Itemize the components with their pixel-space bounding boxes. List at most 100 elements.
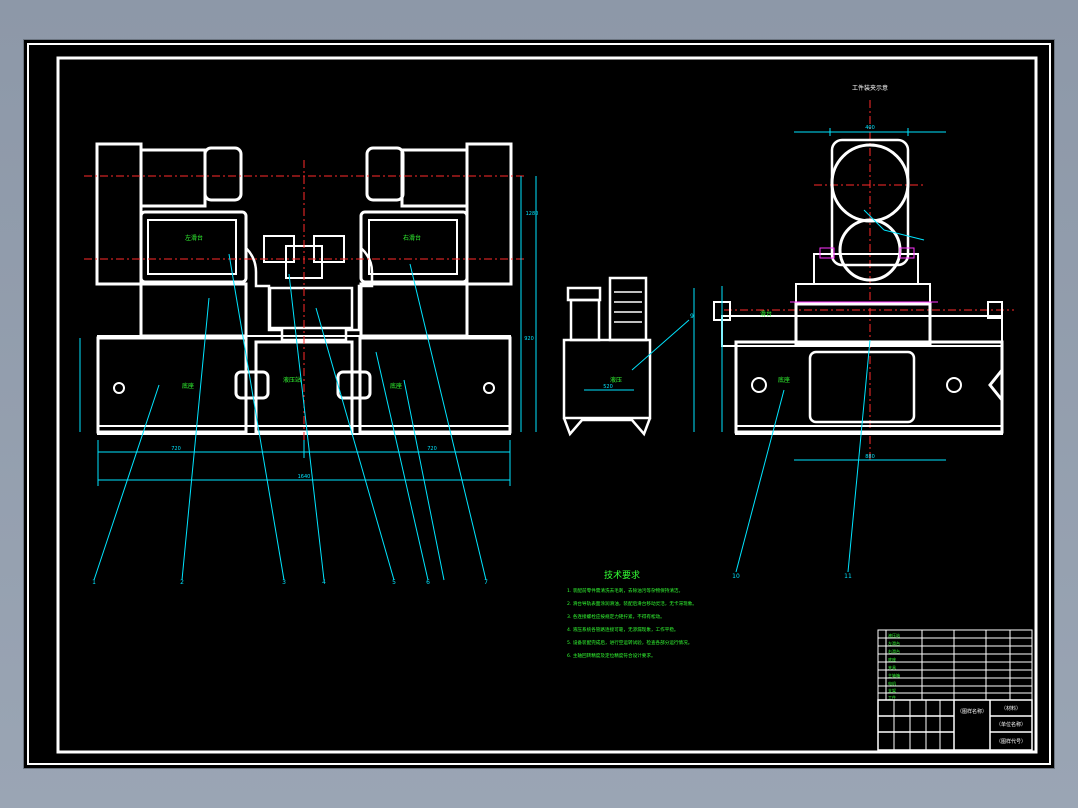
front-dim-text: 1640 720 720 920 1280 [171,211,538,480]
front-dimensions [79,176,537,486]
side-foot [735,425,1003,435]
hyd-dim: 520 [603,384,613,390]
right-motor-end [465,142,513,286]
dim-width-right: 720 [427,446,437,452]
part-5: 夹具 [888,664,896,670]
front-leader-tags: 1 2 3 4 5 6 7 [92,579,488,586]
side-tag-right: 11 [844,573,852,580]
drawing-sheet: 1640 720 720 920 1280 1 2 3 [24,40,1054,768]
side-dimensions [693,128,946,573]
side-dim-top: 400 [865,125,875,131]
tech-line-6: 6. 主轴回转精度及定位精度符合设计要求。 [567,652,656,659]
left-motor-end [95,142,143,286]
part-8: 支架 [888,687,896,693]
clamp-right [336,370,372,400]
hyd-cylinder [569,298,601,342]
left-base-label: 底座 [182,382,194,390]
title-block [877,699,1033,751]
parts-list [877,629,1033,701]
side-bolt-right [946,377,962,393]
side-tag-left: 10 [732,573,740,580]
side-right-cap [987,301,1003,319]
hyd-frame [608,276,648,342]
left-motor-cap [203,146,243,202]
hyd-label: 液压 [610,376,622,384]
left-slide-inner [147,219,237,275]
tag-5: 5 [392,579,396,586]
part-7: 电机 [888,680,896,686]
tech-line-1: 1. 装配前零件需清洗去毛刺，去除油污等杂物保持清洁。 [567,587,683,594]
slide-body [794,302,932,346]
tag-7: 7 [484,579,488,586]
left-slide-label: 左滑台 [185,234,203,242]
part-4: 底座 [888,656,896,662]
front-leaders [93,253,487,581]
tech-title: 技术要求 [604,569,640,581]
center-vice [268,286,354,330]
middle-annot: 液压 520 9 [584,313,694,391]
right-slide-inner [368,219,458,275]
title-block-text: （图样名称） （材料） （单位名称） （图样代号） [957,705,1026,745]
tag-3: 3 [282,579,286,586]
spindle-left [263,235,295,263]
front-labels: 左滑台 右滑台 底座 底座 液压站 [182,234,421,390]
left-motor-body [139,148,207,208]
right-motor-body [400,148,469,208]
right-slide-label: 右滑台 [403,234,421,242]
side-dim-base: 880 [865,454,875,460]
part-9: 工件 [888,694,896,700]
spindle-right [313,235,345,263]
right-base-label: 底座 [390,382,402,390]
middle-view [562,276,652,437]
tech-line-4: 4. 液压系统各管路连接可靠，无渗漏现象，工作平稳。 [567,626,679,633]
tag-1: 1 [92,579,96,586]
side-title: 工件装夹示意 [852,84,888,92]
hyd-tag: 9 [690,313,694,320]
left-slide-box [139,210,248,284]
unit-name: （单位名称） [996,721,1026,728]
outer-frame [27,43,1051,765]
dim-height-total: 1280 [526,211,539,217]
side-notch [988,369,1004,401]
tech-notes: 技术要求 1. 装配前零件需清洗去毛刺，去除油污等杂物保持清洁。 2. 滑台导轨… [567,569,697,659]
drawing-name: （图样名称） [957,708,987,715]
inner-frame [56,56,1038,754]
right-motor-cap [365,146,405,202]
left-lower-box [139,282,248,338]
dim-height: 920 [524,336,534,342]
center-box-label: 液压站 [283,376,301,384]
tech-line-5: 5. 设备装配完成后，进行空运转试验，检查各部分运行情况。 [567,639,692,646]
workpiece-block [830,138,910,267]
tag-4: 4 [322,579,326,586]
dim-width-total: 1640 [298,474,311,480]
cad-drawing: 1640 720 720 920 1280 1 2 3 [27,43,1051,765]
tag-6: 6 [426,579,430,586]
side-base-label: 底座 [778,376,790,384]
bolt-right [483,382,495,394]
part-6: 主轴箱 [888,672,900,678]
dim-width-left: 720 [171,446,181,452]
side-view [713,138,1004,435]
right-lower-box [359,282,469,338]
hyd-legs [562,417,652,437]
side-base [734,340,1004,434]
right-slide-box [359,210,469,284]
fixture-base [795,283,931,305]
tag-2: 2 [180,579,184,586]
part-2: 左滑台 [888,640,900,646]
parts-names: 液压站 左滑台 右滑台 底座 夹具 主轴箱 电机 支架 工件 [888,632,900,700]
part-3: 右滑台 [888,648,900,654]
side-text: 工件装夹示意 400 880 滑台 底座 10 11 [732,84,888,580]
drawing-no: （图样代号） [996,738,1026,745]
material-name: （材料） [1001,705,1021,712]
side-window [808,350,916,424]
clamp-left [234,370,270,400]
base-left [96,336,248,434]
hyd-cylinder-top [566,286,602,302]
part-1: 液压站 [888,632,900,638]
center-fixture [245,247,374,342]
side-slide-label: 滑台 [760,310,772,318]
hyd-tank [562,338,652,420]
tech-line-3: 3. 各连接螺栓应按规定力矩拧紧，不得有松动。 [567,613,665,620]
side-detail [790,247,938,303]
